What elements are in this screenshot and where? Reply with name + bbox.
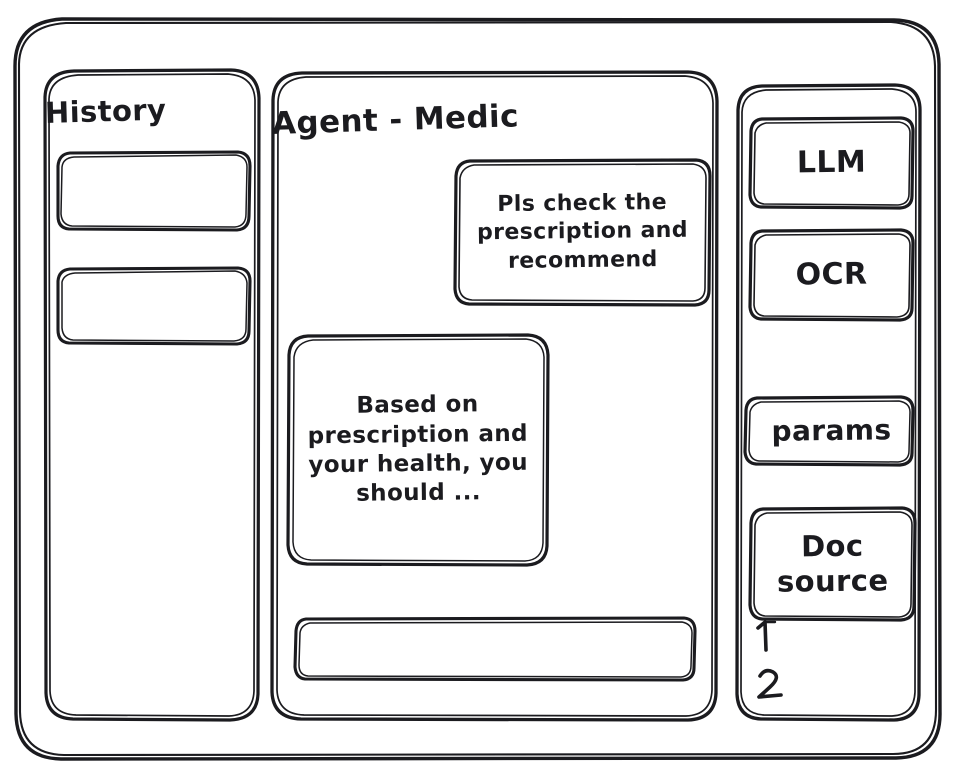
doc-source-ref-1[interactable]	[752, 618, 796, 653]
tool-button-llm[interactable]: LLM	[796, 144, 867, 181]
tool-button-ocr[interactable]: OCR	[795, 256, 868, 293]
history-list-item[interactable]	[58, 152, 250, 230]
sidebar-title: History	[44, 92, 167, 130]
agent-message-bubble: Based on prescription and your health, y…	[307, 391, 529, 508]
doc-source-panel[interactable]: Doc source	[776, 528, 889, 599]
doc-source-ref-2[interactable]	[752, 668, 796, 703]
user-message-bubble: Pls check the prescription and recommend	[476, 190, 689, 274]
message-composer-input[interactable]	[295, 618, 695, 680]
history-list-item[interactable]	[58, 268, 250, 344]
tool-button-params[interactable]: params	[771, 413, 892, 448]
